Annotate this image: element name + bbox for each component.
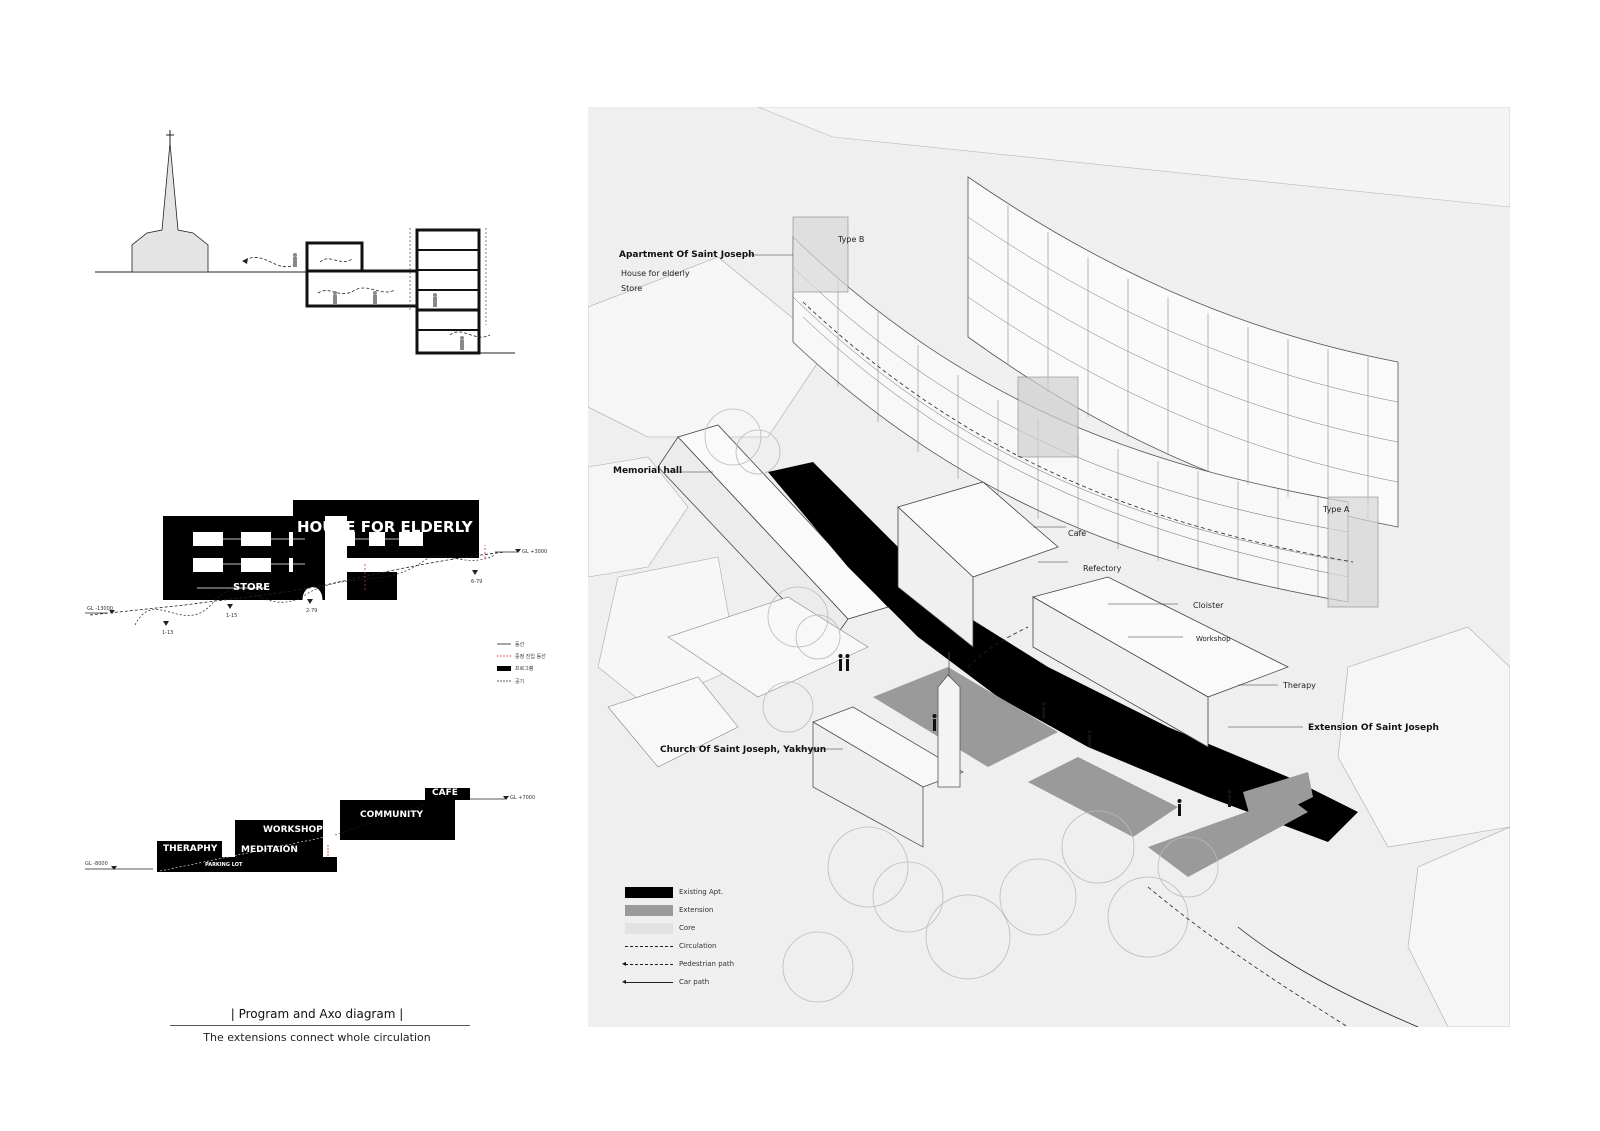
program-level-right: GL +7000 bbox=[510, 795, 536, 801]
caption-divider bbox=[170, 1025, 470, 1026]
swatch bbox=[625, 904, 673, 916]
label-apartment-house: House for elderly bbox=[621, 269, 690, 278]
label-type-a: Type A bbox=[1323, 505, 1350, 514]
station-label: 1-13 bbox=[162, 630, 174, 636]
label-memorial-hall: Memorial hall bbox=[613, 466, 683, 476]
theraphy-label: THERAPHY bbox=[163, 844, 218, 854]
program-level-left: GL -8000 bbox=[85, 861, 108, 867]
cafe-label: CAFE bbox=[432, 788, 458, 798]
dash-line bbox=[625, 945, 673, 947]
axo-legend-core: Core bbox=[625, 922, 695, 934]
elevation-level-right: GL +3000 bbox=[522, 549, 548, 555]
swatch bbox=[625, 886, 673, 898]
elevation-legend-item: 중정 진입 동선 bbox=[515, 654, 546, 660]
elevation-diagram: HOUSE FOR ELDERLY STORE GL +3000 GL -130… bbox=[85, 500, 555, 660]
label-cafe: Cafe bbox=[1068, 529, 1087, 538]
caption-title: | Program and Axo diagram | bbox=[230, 1007, 404, 1021]
label-therapy: Therapy bbox=[1283, 681, 1316, 690]
elevation-level-left: GL -13000 bbox=[87, 606, 113, 612]
workshop-label: WORKSHOP bbox=[263, 825, 323, 835]
store-label: STORE bbox=[233, 582, 271, 593]
community-label: COMMUNITY bbox=[360, 810, 424, 820]
elevation-legend-item: 공기 bbox=[515, 679, 525, 685]
axo-panel: Apartment Of Saint Joseph House for elde… bbox=[588, 107, 1510, 1027]
elevation-legend: 동선 중정 진입 동선 프로그램 공기 bbox=[495, 640, 555, 710]
elevation-legend-item: 동선 bbox=[515, 642, 525, 648]
church-section-diagram bbox=[95, 130, 515, 355]
program-section-diagram: CAFE COMMUNITY WORKSHOP MEDITAION THERAP… bbox=[85, 775, 555, 885]
caption-subtitle: The extensions connect whole circulation bbox=[203, 1031, 431, 1044]
label-cloister: Cloister bbox=[1193, 601, 1224, 610]
label-apartment: Apartment Of Saint Joseph bbox=[619, 250, 755, 260]
meditation-label: MEDITAION bbox=[241, 845, 298, 855]
arrow-line: ◂ bbox=[622, 977, 673, 986]
elevation-overlay bbox=[85, 538, 521, 626]
label-apartment-store: Store bbox=[621, 284, 643, 293]
axo-legend-existing: Existing Apt. bbox=[625, 886, 723, 898]
station-label: 1-15 bbox=[226, 613, 238, 619]
axo-legend-pedestrian: ◂Pedestrian path bbox=[622, 958, 735, 969]
station-label: 6-79 bbox=[471, 579, 483, 585]
label-church: Church Of Saint Joseph, Yakhyun bbox=[660, 745, 827, 755]
axo-legend-extension: Extension bbox=[625, 904, 713, 916]
swatch bbox=[625, 922, 673, 934]
axo-legend-car: ◂Car path bbox=[622, 976, 710, 987]
label-extension: Extension Of Saint Joseph bbox=[1308, 723, 1439, 733]
label-workshop: Workshop bbox=[1196, 635, 1231, 643]
label-type-b: Type B bbox=[838, 235, 865, 244]
parking-label: PARKING LOT bbox=[205, 862, 243, 868]
axo-drawing bbox=[588, 107, 1510, 1027]
station-label: 2-79 bbox=[306, 608, 318, 614]
dash-arrow-line: ◂ bbox=[622, 959, 673, 968]
axo-legend-circulation: Circulation bbox=[625, 940, 717, 952]
label-refectory: Refectory bbox=[1083, 564, 1122, 573]
house-for-elderly-label: HOUSE FOR ELDERLY bbox=[297, 518, 473, 536]
elevation-legend-item: 프로그램 bbox=[515, 666, 534, 672]
